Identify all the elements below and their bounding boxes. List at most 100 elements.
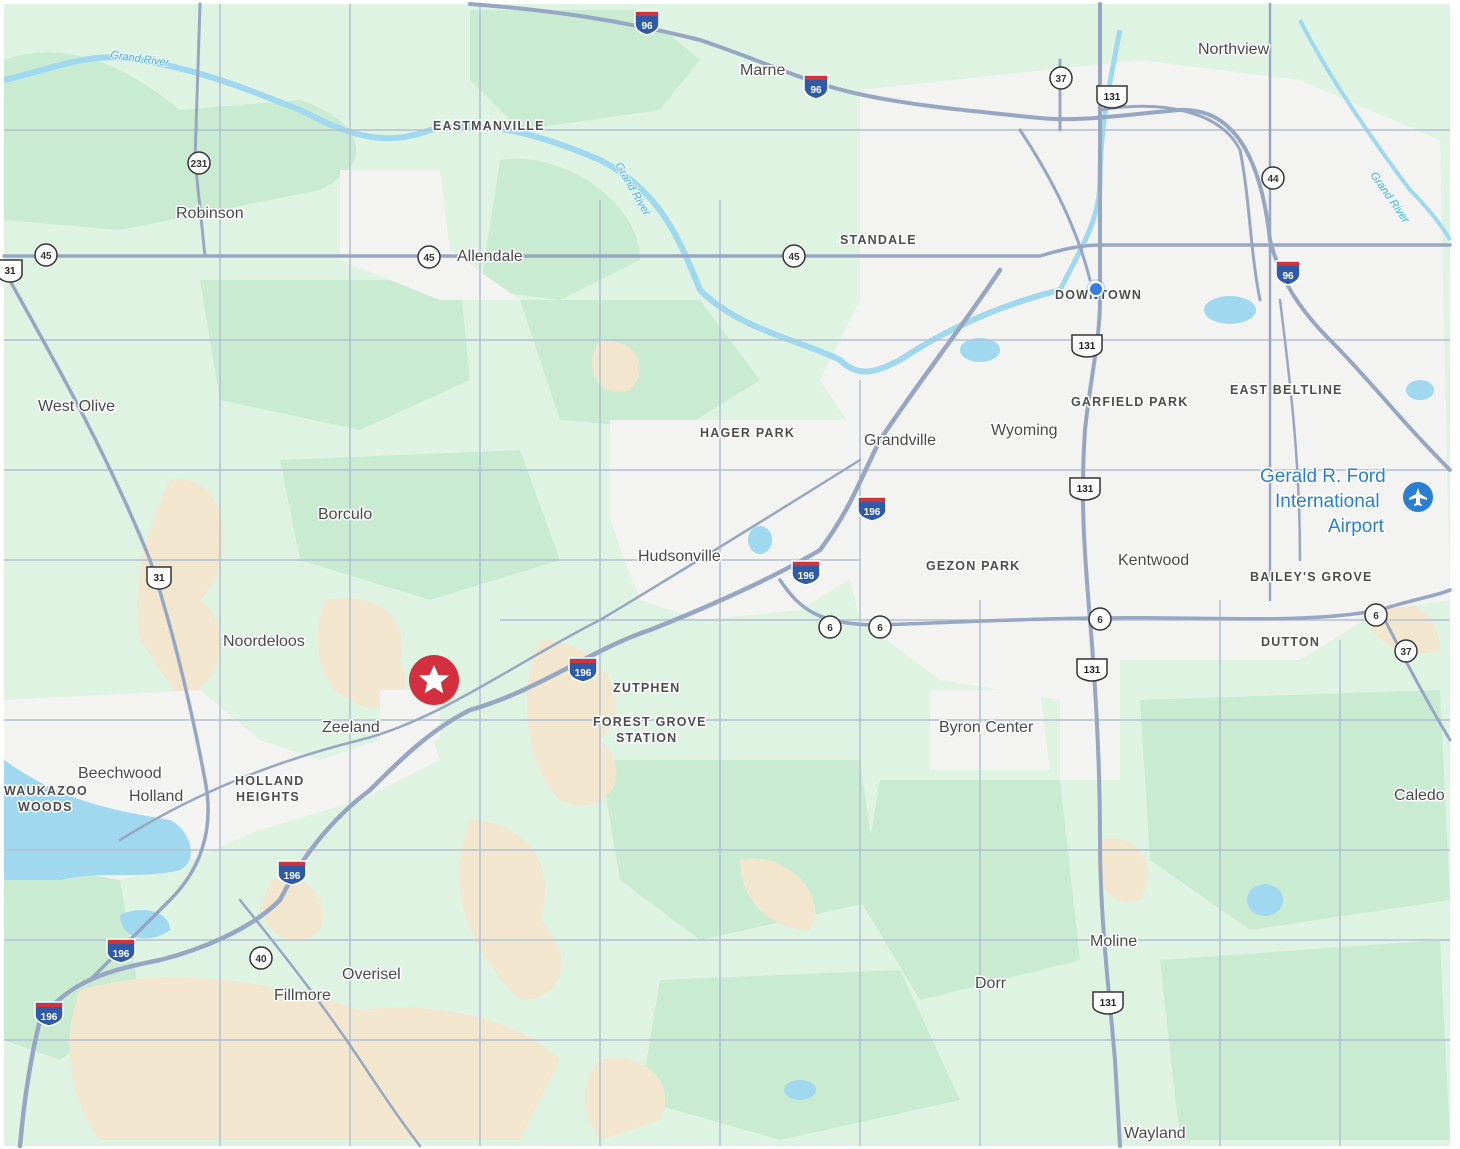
place-label-allendale[interactable]: Allendale [456,247,525,267]
shield-label: 131 [1104,92,1121,103]
us-route-shield-us31-west[interactable]: 31 [146,566,172,590]
state-route-shield-m45-west[interactable]: 45 [34,243,58,267]
shield-label: 131 [1100,998,1117,1009]
us-route-shield-us131-downtown[interactable]: 131 [1071,334,1103,358]
shield-label: 6 [1097,615,1103,626]
place-label-robinson[interactable]: Robinson [175,204,246,224]
interstate-shield-i196-grandville[interactable]: 196 [857,496,887,522]
interstate-shield-i96-north[interactable]: 96 [634,10,660,36]
state-route-shield-m40[interactable]: 40 [249,946,273,970]
state-route-shield-m44[interactable]: 44 [1261,166,1285,190]
shield-label: 196 [113,949,130,960]
place-label-gezon-park[interactable]: GEZON PARK [925,558,1021,575]
route-shields: 96 96 96 196 196 196 196 196 196 131 131 131 131 131 3… [0,10,1418,1027]
airport-name-line1: Gerald R. Ford [1260,466,1386,487]
shield-label: 45 [40,251,52,262]
state-route-shield-m231[interactable]: 231 [187,151,211,175]
state-route-shield-m45-allendale[interactable]: 45 [417,245,441,269]
state-route-shield-m6-a[interactable]: 6 [818,615,842,639]
place-label-dutton[interactable]: DUTTON [1260,634,1321,651]
forest-areas [4,10,1450,1140]
shield-label: 40 [255,954,267,965]
current-location-dot[interactable] [1086,279,1106,299]
shield-label: 45 [423,253,435,264]
interstate-shield-i96-east[interactable]: 96 [1275,260,1301,286]
place-label-dorr[interactable]: Dorr [974,974,1009,994]
shield-label: 196 [798,571,815,582]
us-route-shield-us131-moline[interactable]: 131 [1092,991,1124,1015]
place-label-beechwood[interactable]: Beechwood [77,764,164,784]
us-route-shield-us31-edge[interactable]: 31 [0,259,23,283]
place-label-east-beltline[interactable]: EAST BELTLINE [1229,382,1343,399]
shield-label: 6 [827,623,833,634]
star-marker-icon[interactable] [409,655,459,705]
state-route-shield-m6-c[interactable]: 6 [1088,607,1112,631]
us-route-shield-us131-wyoming[interactable]: 131 [1069,477,1101,501]
state-route-shield-m37-north[interactable]: 37 [1049,66,1073,90]
interstate-shield-i196-holland[interactable]: 196 [277,860,307,886]
shield-label: 37 [1400,647,1412,658]
place-label-garfield-park[interactable]: GARFIELD PARK [1070,394,1189,411]
shield-label: 196 [864,507,881,518]
state-route-shield-m6-d[interactable]: 6 [1364,603,1388,627]
interstate-shield-i196-zutphen[interactable]: 196 [568,657,598,683]
place-label-holland-heights-2[interactable]: HEIGHTS [235,789,301,806]
interstate-shield-i96-marne[interactable]: 96 [803,74,829,100]
shield-label: 96 [1282,271,1294,282]
place-label-holland-heights[interactable]: HOLLAND [234,773,305,790]
place-label-grandville[interactable]: Grandville [863,431,938,451]
interstate-shield-i196-sw1[interactable]: 196 [106,938,136,964]
airplane-icon[interactable] [1403,482,1433,512]
place-label-wyoming[interactable]: Wyoming [990,421,1060,441]
place-label-hudsonville[interactable]: Hudsonville [637,547,723,567]
place-label-noordeloos[interactable]: Noordeloos [222,632,307,652]
place-label-forest-grove[interactable]: FOREST GROVE [592,714,708,731]
place-label-waukazoo-woods[interactable]: WOODS [17,799,73,816]
place-label-forest-grove-station[interactable]: STATION [615,730,678,747]
place-label-standale[interactable]: STANDALE [839,232,918,249]
place-label-overisel[interactable]: Overisel [341,965,403,985]
shield-label: 44 [1267,174,1279,185]
place-label-fillmore[interactable]: Fillmore [273,986,333,1006]
place-label-eastmanville[interactable]: EASTMANVILLE [432,118,545,135]
shield-label: 196 [41,1012,58,1023]
place-label-northview[interactable]: Northview [1197,40,1272,60]
place-label-hager-park[interactable]: HAGER PARK [699,425,796,442]
shield-label: 131 [1077,484,1094,495]
state-route-shield-m37-south[interactable]: 37 [1394,639,1418,663]
place-label-marne[interactable]: Marne [739,61,787,81]
shield-label: 196 [284,871,301,882]
airport-name-line2: International [1275,491,1380,512]
shield-label: 31 [153,573,165,584]
shield-label: 96 [641,21,653,32]
airport-label[interactable]: Gerald R. Ford International Airport [1259,465,1388,539]
place-label-west-olive[interactable]: West Olive [37,397,117,417]
place-label-borculo[interactable]: Borculo [317,505,374,525]
place-label-baileys-grove[interactable]: BAILEY'S GROVE [1249,569,1373,586]
shield-label: 231 [191,159,208,170]
shield-label: 131 [1079,341,1096,352]
shield-label: 196 [575,668,592,679]
us-route-shield-us131-north[interactable]: 131 [1096,85,1128,109]
minor-road-grid [4,4,1450,1146]
interstate-shield-i196-sw2[interactable]: 196 [34,1001,64,1027]
place-label-byron-center[interactable]: Byron Center [938,718,1036,738]
state-route-shield-m45-east[interactable]: 45 [782,244,806,268]
shield-label: 37 [1055,74,1067,85]
shield-label: 96 [810,85,822,96]
place-label-zeeland[interactable]: Zeeland [321,718,382,738]
place-label-holland[interactable]: Holland [128,787,185,807]
place-label-wayland[interactable]: Wayland [1123,1124,1188,1144]
place-label-kentwood[interactable]: Kentwood [1117,551,1191,571]
place-label-caledo[interactable]: Caledo [1393,786,1447,806]
place-label-waukazoo[interactable]: WAUKAZOO [3,783,89,800]
shield-label: 31 [4,266,16,277]
interstate-shield-i196-hudsonville[interactable]: 196 [791,560,821,586]
us-route-shield-us131-kentwood[interactable]: 131 [1076,658,1108,682]
state-route-shield-m6-b[interactable]: 6 [868,615,892,639]
place-label-zutphen[interactable]: ZUTPHEN [612,680,681,697]
place-label-moline[interactable]: Moline [1089,932,1139,952]
